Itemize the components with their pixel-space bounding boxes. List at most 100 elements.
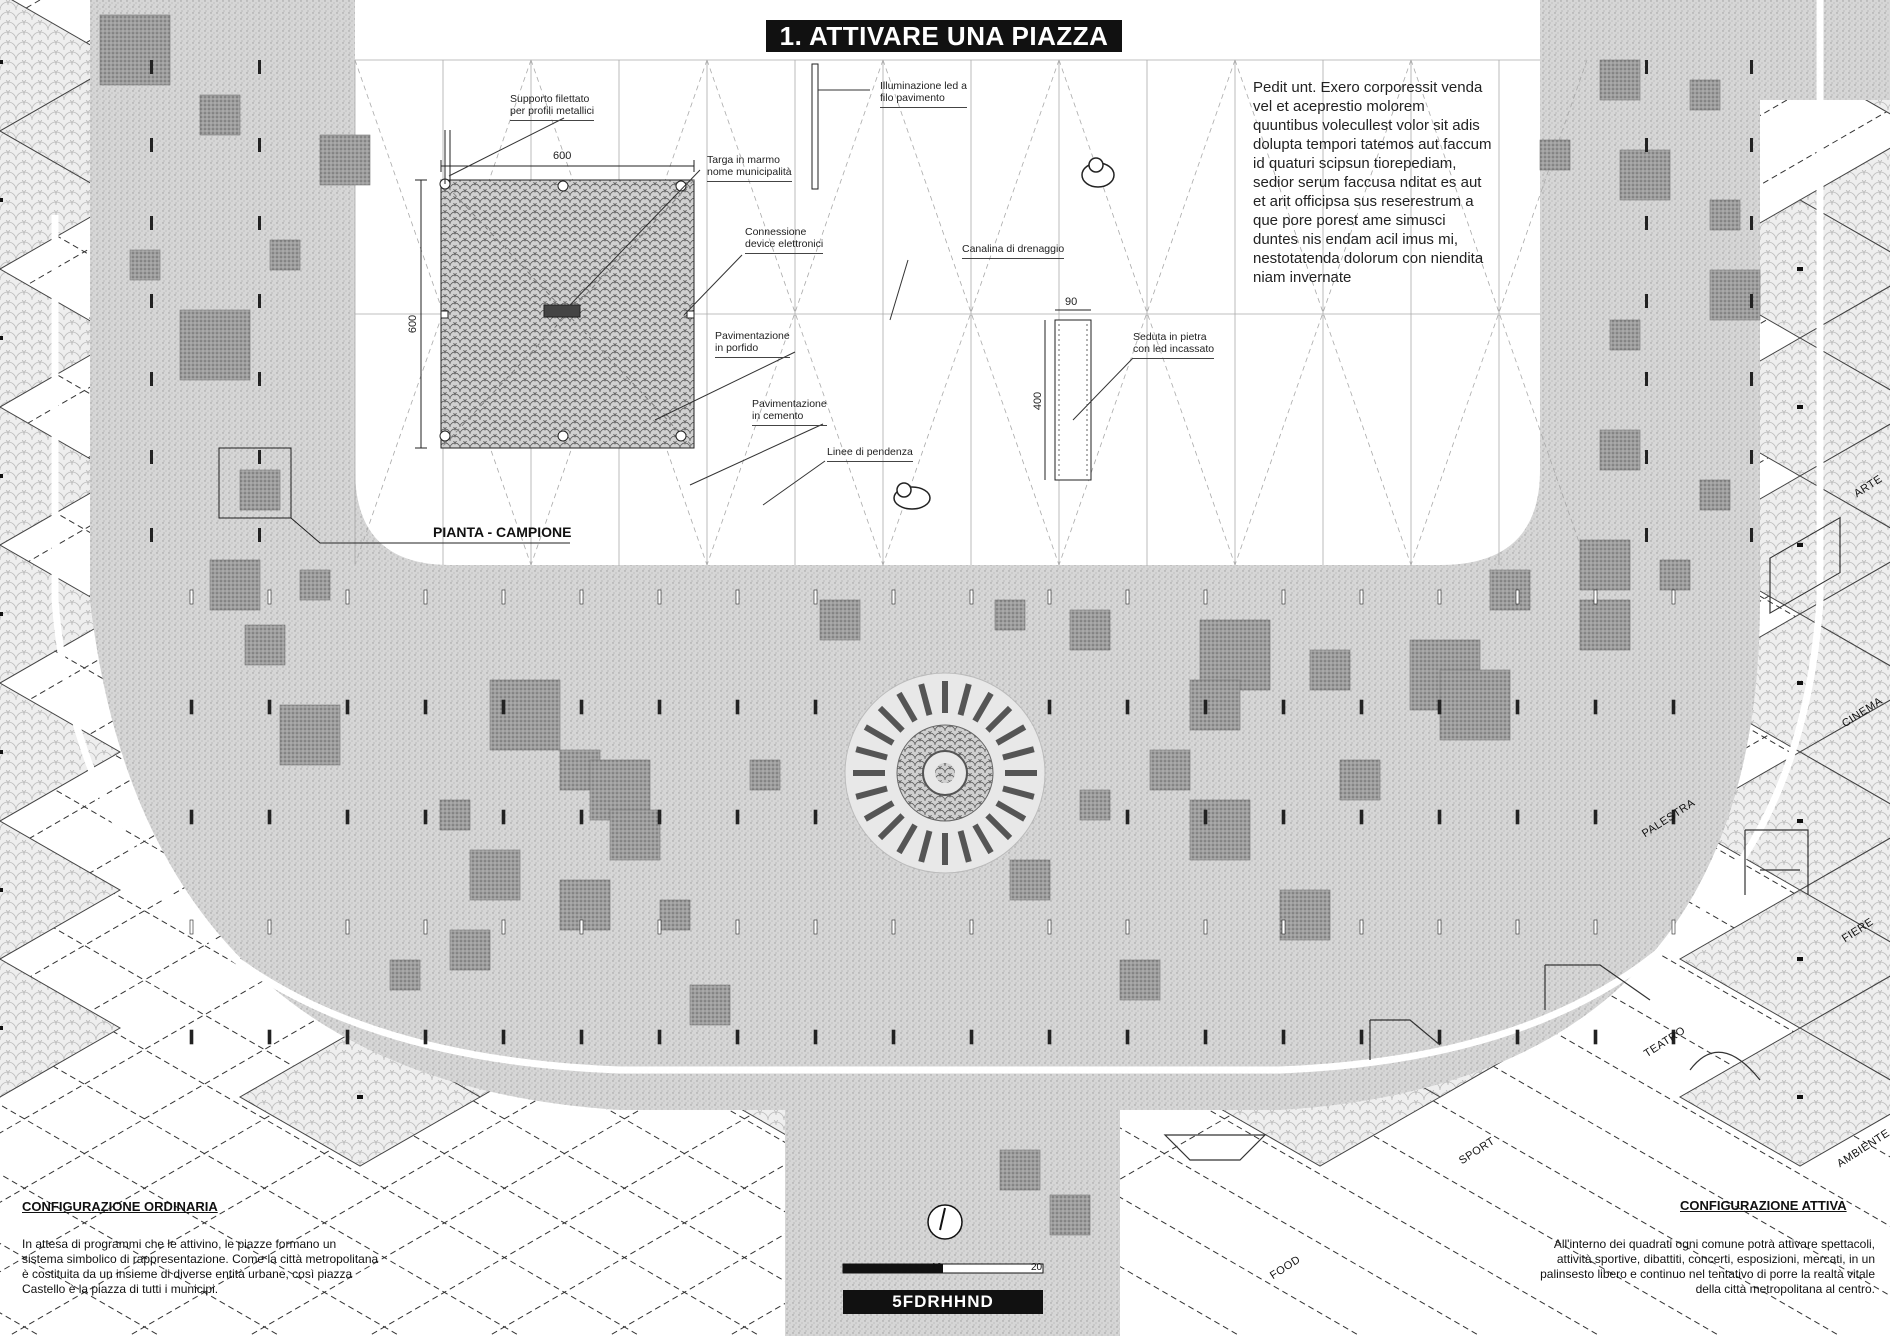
mosaic-ray [896, 823, 918, 855]
annotation-led-lighting: Illuminazione led a filo pavimento [880, 80, 967, 108]
led-slot [1359, 699, 1364, 715]
dark-square [469, 849, 521, 901]
paving-tile [0, 0, 122, 132]
led-slot [969, 1029, 974, 1045]
stone-seat [1044, 309, 1092, 481]
led-slot [1125, 699, 1130, 715]
tile-marker [0, 750, 3, 754]
led-slot [735, 589, 740, 605]
led-slot [1671, 589, 1676, 605]
tile-marker [1797, 819, 1803, 823]
dark-square [1189, 679, 1241, 731]
dimension-height: 600 [407, 314, 420, 334]
dark-square [1699, 479, 1731, 511]
paving-tile [1798, 147, 1890, 253]
dark-square [559, 879, 611, 931]
led-slot [1047, 919, 1052, 935]
led-slot [258, 294, 261, 308]
led-slot [735, 699, 740, 715]
slope-line [530, 59, 708, 566]
tile-marker [0, 888, 3, 892]
scale-bar [842, 1263, 1044, 1274]
dark-square [1489, 569, 1531, 611]
ordinary-config-title: CONFIGURAZIONE ORDINARIA [22, 1199, 218, 1214]
led-slot [423, 809, 428, 825]
annotation-marble-plate: Targa in marmo nome municipalità [707, 154, 792, 182]
led-slot [1645, 60, 1648, 74]
tile-marker [0, 60, 3, 64]
tile-marker [1797, 681, 1803, 685]
dark-square [749, 759, 781, 791]
led-slot [1750, 294, 1753, 308]
dark-square [1309, 649, 1351, 691]
led-slot [1671, 809, 1676, 825]
led-slot [1203, 919, 1208, 935]
tile-marker [0, 1026, 3, 1030]
led-slot [267, 809, 272, 825]
dark-square [1189, 799, 1251, 861]
paving-tile [1798, 975, 1890, 1081]
led-slot [1125, 919, 1130, 935]
led-slot [150, 138, 153, 152]
led-slot [150, 216, 153, 230]
mosaic-ray [1002, 785, 1035, 800]
tile-marker [0, 612, 3, 616]
annotation-porphyry: Pavimentazione in porfido [715, 330, 790, 358]
led-slot [1281, 919, 1286, 935]
paving-tile [0, 130, 122, 270]
led-slot [813, 1029, 818, 1045]
tile-marker [1797, 543, 1803, 547]
mosaic-ray [985, 705, 1013, 733]
led-slot [1645, 294, 1648, 308]
led-slot [1645, 528, 1648, 542]
dark-square [1009, 859, 1051, 901]
tile-marker [1797, 957, 1803, 961]
iso-line [0, 1034, 521, 1336]
dark-square [1079, 789, 1111, 821]
mosaic-ray [855, 785, 888, 800]
north-arrow [927, 1204, 963, 1240]
led-slot [1645, 216, 1648, 230]
annotation-threaded-support: Supporto filettato per profili metallici [510, 93, 595, 121]
led-slot [423, 589, 428, 605]
led-slot [345, 699, 350, 715]
tile-marker [0, 336, 3, 340]
led-slot [189, 1029, 194, 1045]
dark-square [269, 239, 301, 271]
annotation-drainage: Canalina di drenaggio [962, 243, 1065, 259]
led-slot [345, 589, 350, 605]
tile-marker [0, 198, 3, 202]
dark-square [389, 959, 421, 991]
led-slot [1593, 1029, 1598, 1045]
led-slot [1359, 1029, 1364, 1045]
mosaic-ray [995, 724, 1027, 746]
led-slot [1593, 809, 1598, 825]
slope-line [530, 59, 708, 566]
tile-marker [357, 1095, 363, 1099]
dark-square [299, 569, 331, 601]
iso-line [0, 1104, 401, 1336]
led-slot [1125, 809, 1130, 825]
led-slot [1359, 589, 1364, 605]
dark-square [994, 599, 1026, 631]
mosaic-ray [972, 823, 994, 855]
paving-tile [0, 406, 122, 546]
led-slot [501, 1029, 506, 1045]
paving-tile [0, 268, 122, 408]
dimension-seat-length: 400 [1032, 391, 1045, 411]
led-slot [189, 809, 194, 825]
slope-line [882, 59, 1060, 566]
person-icon [893, 157, 1115, 510]
paving-tile [0, 958, 122, 1098]
mosaic-ray [995, 800, 1027, 822]
dark-square [1689, 79, 1721, 111]
led-slot [1515, 589, 1520, 605]
led-slot [1047, 1029, 1052, 1045]
led-slot [813, 699, 818, 715]
led-slot [1281, 809, 1286, 825]
annotation-concrete: Pavimentazione in cemento [752, 398, 827, 426]
led-slot [258, 138, 261, 152]
led-slot [1645, 450, 1648, 464]
tile-marker [1797, 1095, 1803, 1099]
led-slot [1203, 589, 1208, 605]
